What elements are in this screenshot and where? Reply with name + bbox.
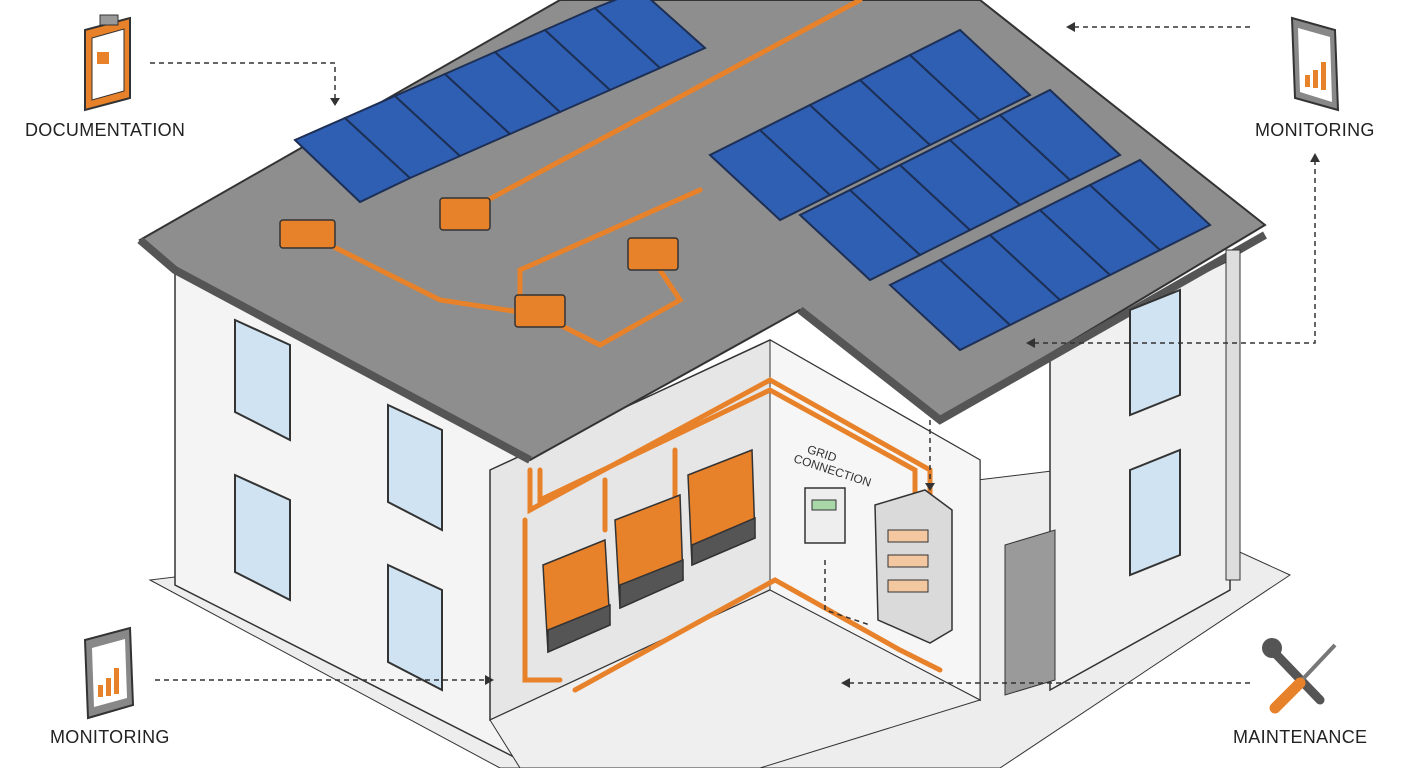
monitoring-label-top: MONITORING — [1255, 120, 1375, 140]
junction-boxes — [279, 197, 679, 328]
leader-lines — [150, 26, 1316, 684]
distribution-board — [874, 489, 953, 644]
arrowheads — [330, 22, 1320, 688]
tablet-chart-icon — [1290, 16, 1340, 112]
wrench-screwdriver-icon — [1262, 638, 1337, 714]
clipboard-icon — [84, 14, 131, 112]
door — [1004, 529, 1056, 696]
tablet-chart-icon — [83, 626, 135, 720]
inverters — [542, 448, 756, 654]
monitoring-label-bottom: MONITORING — [50, 727, 170, 747]
roof-edge-right — [797, 231, 1267, 425]
roof-edge — [137, 236, 532, 464]
electricity-meter — [804, 487, 846, 544]
maintenance-label: MAINTENANCE — [1233, 727, 1368, 747]
interior-floor — [489, 589, 982, 768]
solar-panels-right — [708, 28, 1212, 352]
documentation-label: DOCUMENTATION — [25, 120, 186, 140]
downpipe — [1225, 249, 1241, 581]
windows — [234, 288, 1181, 692]
solar-panels-left — [293, 0, 707, 204]
